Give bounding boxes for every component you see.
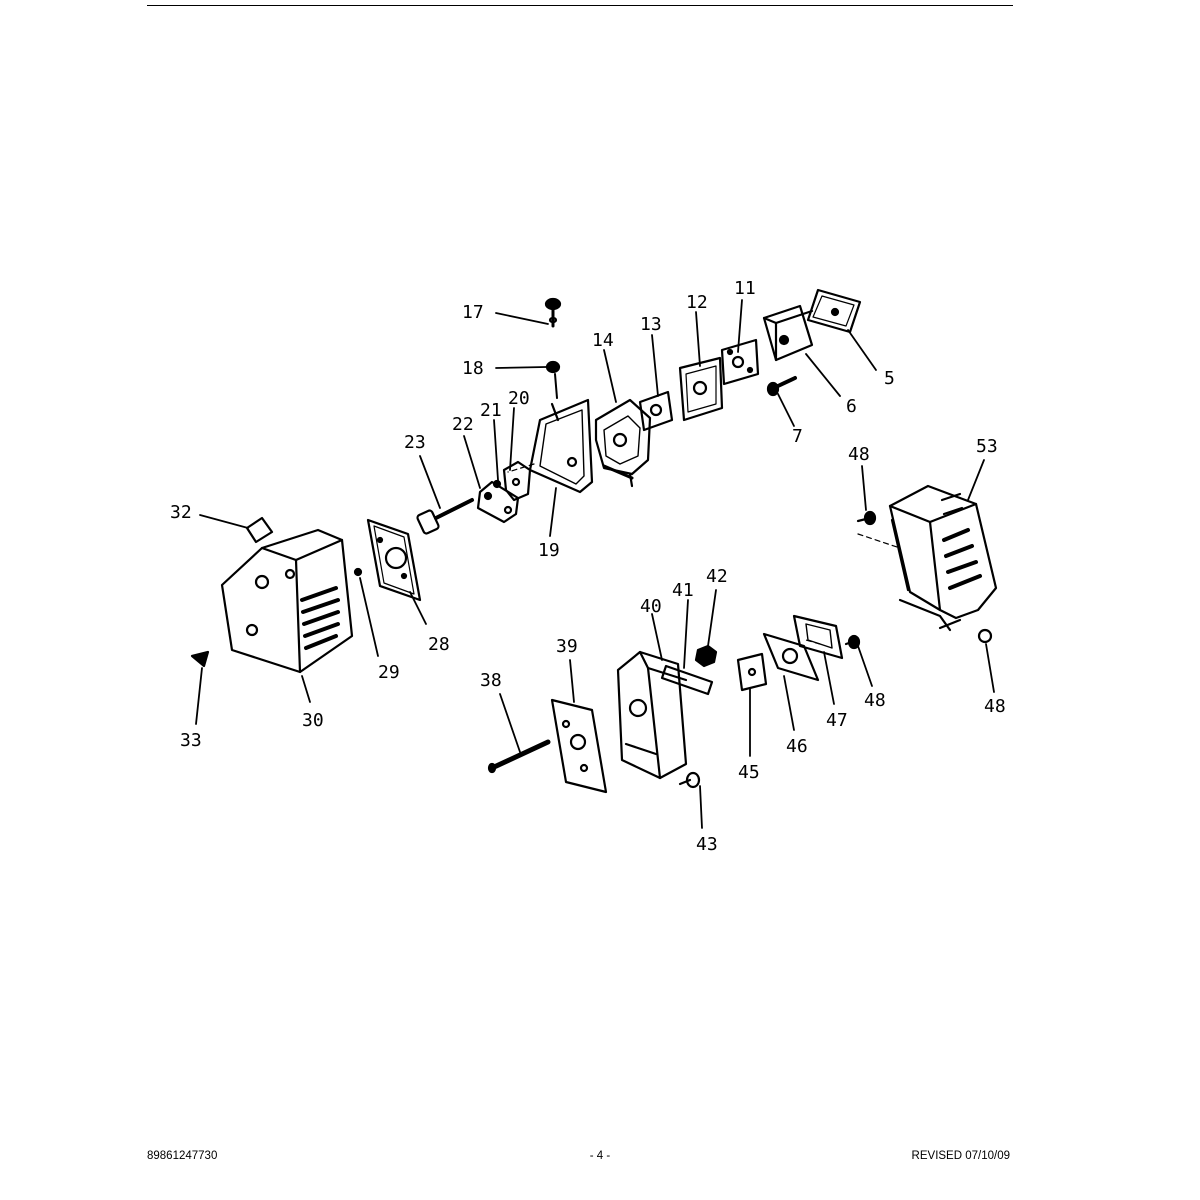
callout-42: 42: [706, 566, 728, 587]
leader-lines: [195, 299, 995, 829]
nut-part: [694, 644, 718, 668]
callout-30: 30: [302, 710, 324, 731]
callout-6: 6: [846, 396, 857, 417]
callout-46: 46: [786, 736, 808, 757]
lock-plate-part: [660, 664, 714, 696]
callout-labels: 5 6 7 11 12 13 14 17 18 19 20 21 22 23 2…: [170, 278, 1006, 855]
callout-48-right: 48: [984, 696, 1006, 717]
page-number: - 4 -: [589, 1150, 611, 1162]
callout-23: 23: [404, 432, 426, 453]
callout-29: 29: [378, 662, 400, 683]
part-number: 89861247730: [147, 1150, 218, 1162]
muffler-part: [616, 650, 688, 780]
small-pin-part: [353, 567, 363, 577]
spring-part: [545, 360, 561, 399]
callout-22: 22: [452, 414, 474, 435]
air-box-part: [528, 398, 594, 494]
callout-18: 18: [462, 358, 484, 379]
shield-screw-part: [856, 510, 877, 526]
callout-48-upper: 48: [848, 444, 870, 465]
decal-part: [245, 516, 274, 544]
muffler-shroud-part: [888, 484, 998, 632]
callout-5: 5: [884, 368, 895, 389]
callout-38: 38: [480, 670, 502, 691]
callout-19: 19: [538, 540, 560, 561]
callout-20: 20: [508, 388, 530, 409]
choke-lever-part: [502, 460, 532, 502]
bracket-part: [476, 480, 520, 524]
callout-13: 13: [640, 314, 662, 335]
screw-part: [766, 376, 797, 397]
cover-plate-part: [366, 518, 422, 602]
callout-45: 45: [738, 762, 760, 783]
air-cleaner-base-part: [678, 356, 724, 422]
callout-14: 14: [592, 330, 614, 351]
shield-lower-screw-part: [977, 628, 993, 644]
callout-33: 33: [180, 730, 202, 751]
callout-28: 28: [428, 634, 450, 655]
air-filter-cover-part: [806, 288, 862, 334]
exhaust-plate-part: [762, 632, 820, 682]
callout-39: 39: [556, 636, 578, 657]
muffler-screw-part: [678, 771, 701, 789]
exhaust-gasket-part: [736, 652, 768, 692]
callout-7: 7: [792, 426, 803, 447]
carburetor-part: [594, 398, 652, 488]
revision-date: REVISED 07/10/09: [911, 1150, 1010, 1162]
heat-shield-part: [550, 698, 608, 794]
callout-43: 43: [696, 834, 718, 855]
choke-knob-part: [544, 297, 562, 328]
callout-21: 21: [480, 400, 502, 421]
muffler-bolt-part: [487, 739, 551, 774]
gasket-part: [720, 338, 760, 386]
callout-17: 17: [462, 302, 484, 323]
engine-cover-part: [220, 528, 354, 674]
assembly-lines: [507, 463, 901, 645]
carb-gasket-part: [638, 390, 674, 432]
callout-53: 53: [976, 436, 998, 457]
callout-40: 40: [640, 596, 662, 617]
callout-11: 11: [734, 278, 756, 299]
callout-32: 32: [170, 502, 192, 523]
air-filter-element-part: [762, 304, 814, 362]
header-rule: [147, 5, 1013, 6]
long-bolt-part: [416, 498, 474, 535]
spark-arrestor-part: [792, 614, 844, 660]
callout-41: 41: [672, 580, 694, 601]
callout-48-middle: 48: [864, 690, 886, 711]
cover-knob-part: [190, 650, 210, 668]
cover-screw-part: [844, 634, 861, 650]
callout-47: 47: [826, 710, 848, 731]
callout-12: 12: [686, 292, 708, 313]
